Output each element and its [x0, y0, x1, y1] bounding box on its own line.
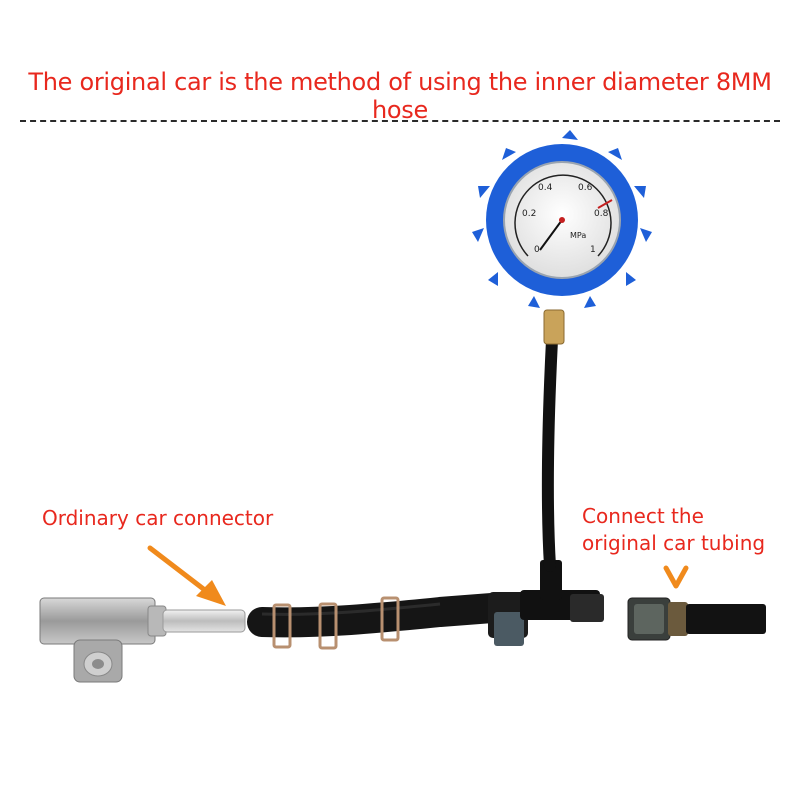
gauge-tick-0: 0: [534, 245, 540, 255]
pressure-gauge: [472, 130, 652, 308]
tee-fitting: [488, 560, 604, 646]
arrow-to-connector-icon: [147, 545, 226, 606]
hose-clamp: [272, 596, 400, 650]
ordinary-connector-label: Ordinary car connector: [42, 506, 274, 530]
arrow-to-tubing-icon: [663, 565, 689, 589]
headline: The original car is the method of using …: [28, 68, 772, 124]
original-tubing-label-line2: original car tubing: [582, 531, 766, 555]
original-tubing-label-line1: Connect the: [582, 504, 704, 528]
fuel-rail: [39, 597, 246, 683]
gauge-tick-0-6: 0.6: [578, 183, 593, 193]
gauge-unit: MPa: [570, 231, 586, 240]
original-tubing-label: Connect the original car tubing: [582, 503, 765, 557]
dashed-divider: [20, 120, 780, 122]
gauge-tick-0-8: 0.8: [594, 209, 609, 219]
gauge-tick-0-4: 0.4: [538, 183, 553, 193]
gauge-hose: [541, 309, 565, 572]
rubber-hose: [247, 593, 507, 638]
car-tubing-connector: [627, 597, 766, 641]
gauge-tick-0-2: 0.2: [522, 209, 536, 219]
gauge-tick-1: 1: [590, 245, 596, 255]
